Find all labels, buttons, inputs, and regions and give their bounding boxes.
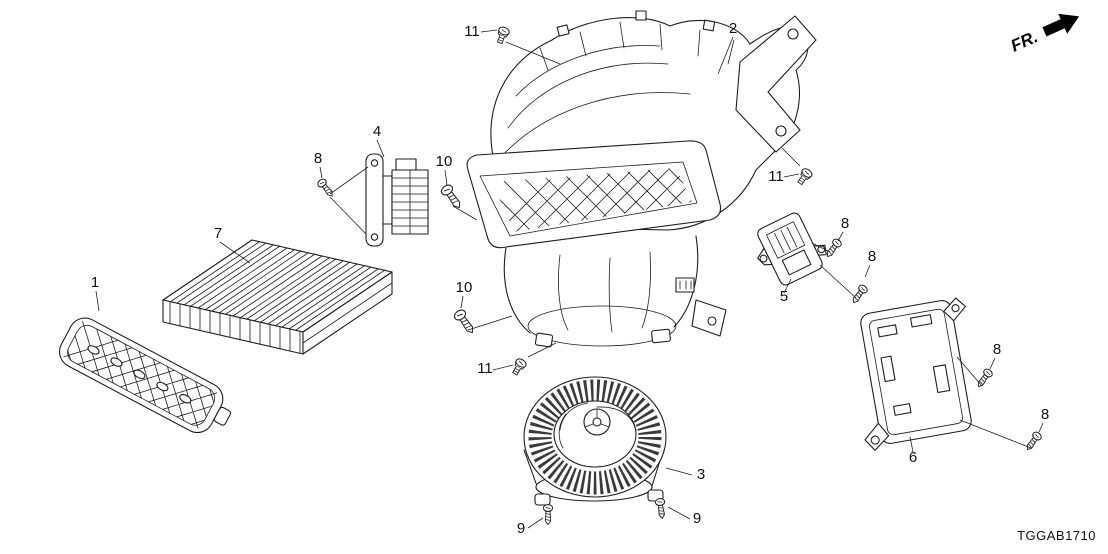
flange-hole-lower <box>775 125 787 137</box>
housing-clip-2 <box>635 10 647 21</box>
module-slot-2 <box>910 314 933 328</box>
part-7-air-filter <box>162 239 393 355</box>
resistor-hole-top <box>370 159 379 167</box>
resistor-fins <box>391 169 429 235</box>
part-6-control-module <box>860 297 972 451</box>
transistor-inner <box>766 221 806 259</box>
part-1-filter-lid <box>59 317 232 434</box>
callout-5: 5 <box>780 288 788 305</box>
callout-8-d: 8 <box>993 341 1001 358</box>
lid-hole-5 <box>179 394 192 404</box>
pin-11-right <box>794 166 814 187</box>
callout-1: 1 <box>91 274 99 291</box>
callout-11-bottom: 11 <box>477 360 493 377</box>
pin-11-bottom <box>509 356 528 378</box>
lid-hole-3 <box>133 369 146 380</box>
fan-hub-center <box>592 417 602 427</box>
resistor-connector <box>395 158 417 171</box>
fr-arrow-icon <box>1042 13 1080 37</box>
filter-front-hatch <box>169 282 393 354</box>
screw-9-a <box>542 504 554 525</box>
housing-connector <box>675 277 695 293</box>
callout-8-a: 8 <box>314 150 322 167</box>
lid-hole-1 <box>87 345 100 355</box>
housing-cylinder-ribs <box>558 251 651 333</box>
transistor-tab-hole-right <box>817 245 826 254</box>
lid-end-tab <box>213 406 232 426</box>
diagram-code: TGGAB1710 <box>1017 528 1096 543</box>
module-outer <box>860 300 972 444</box>
leader-lines <box>95 29 1044 529</box>
callout-9-a: 9 <box>517 520 525 537</box>
transistor-tab-hole-left <box>759 254 768 263</box>
part-2-blower-housing <box>466 10 817 348</box>
filter-pleats <box>162 239 393 333</box>
callout-7: 7 <box>214 225 222 242</box>
housing-bracket-hole <box>707 316 717 326</box>
callout-8-e: 8 <box>1041 406 1049 423</box>
housing-grille-hatch <box>492 168 692 232</box>
lid-hole-2 <box>110 357 123 367</box>
housing-cylinder-left <box>503 247 531 334</box>
callout-labels: 11 2 4 8 10 11 7 8 8 1 10 5 8 11 8 6 3 9… <box>91 20 1049 537</box>
resistor-plate <box>382 175 393 225</box>
module-slot-5 <box>893 403 912 416</box>
housing-clip-3 <box>702 19 716 32</box>
fan-swirl <box>558 402 637 449</box>
callout-11-right: 11 <box>768 168 784 185</box>
module-slot-1 <box>877 324 898 338</box>
module-slot-4 <box>932 364 951 394</box>
module-inner <box>869 308 963 436</box>
housing-clip-1 <box>556 24 570 37</box>
flange-hole-upper <box>787 28 799 40</box>
module-bracket-hole-top <box>951 304 960 313</box>
housing-foot-left <box>534 332 554 348</box>
housing-connector-pins <box>679 280 692 290</box>
part-3-blower-fan <box>523 376 667 506</box>
screw-8-d <box>974 367 995 390</box>
callout-8-b: 8 <box>841 215 849 232</box>
lid-inner <box>67 324 216 426</box>
callout-6: 6 <box>909 449 917 466</box>
housing-filter-frame <box>466 140 722 249</box>
callout-11-top: 11 <box>464 23 480 40</box>
housing-foot-right <box>651 328 671 344</box>
pin-11-top <box>494 25 511 46</box>
fr-label: FR. <box>1008 27 1041 55</box>
screw-8-a <box>315 176 337 200</box>
screw-10-b <box>452 307 478 337</box>
screw-9-b <box>654 497 668 520</box>
transistor-pins <box>774 226 798 254</box>
lid-hole-4 <box>156 381 169 392</box>
module-slot-3 <box>880 355 896 383</box>
callout-8-c: 8 <box>868 248 876 265</box>
fr-direction: FR. <box>1008 13 1080 56</box>
callout-2: 2 <box>729 20 737 37</box>
module-bracket-hole-bottom <box>870 435 880 445</box>
housing-right-flange <box>735 15 817 153</box>
housing-frame-inner <box>479 161 698 237</box>
callout-4: 4 <box>373 123 381 140</box>
part-4-resistor <box>365 153 429 247</box>
callout-3: 3 <box>697 466 705 483</box>
callout-9-b: 9 <box>693 510 701 527</box>
transistor-connector <box>781 249 812 276</box>
fan-foot-left <box>534 493 551 506</box>
fan-base-left <box>523 449 538 487</box>
screw-8-e <box>1023 430 1044 453</box>
callout-10-a: 10 <box>436 153 453 170</box>
fan-blades <box>528 379 662 495</box>
housing-cylinder-bottom <box>527 305 677 347</box>
part-5-power-transistor <box>757 212 827 286</box>
fan-hub-spokes <box>584 408 610 428</box>
screw-8-b <box>823 237 844 260</box>
screw-10-a <box>439 182 465 212</box>
callout-10-b: 10 <box>456 279 473 296</box>
resistor-hole-bottom <box>370 233 379 241</box>
resistor-bracket <box>365 153 384 247</box>
